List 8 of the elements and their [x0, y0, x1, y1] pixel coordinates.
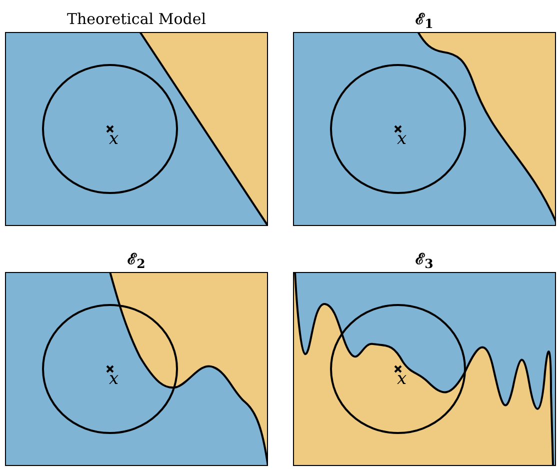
panel-title: ℰ$_{3}$	[416, 250, 434, 273]
panel-title: Theoretical Model	[66, 10, 206, 28]
point-label: x	[109, 131, 119, 148]
panel-title: ℰ$_{2}$	[128, 250, 146, 273]
panel-title: ℰ$_{1}$	[416, 10, 434, 33]
point-label: x	[109, 371, 119, 388]
point-label: x	[397, 371, 407, 388]
point-label: x	[397, 131, 407, 148]
